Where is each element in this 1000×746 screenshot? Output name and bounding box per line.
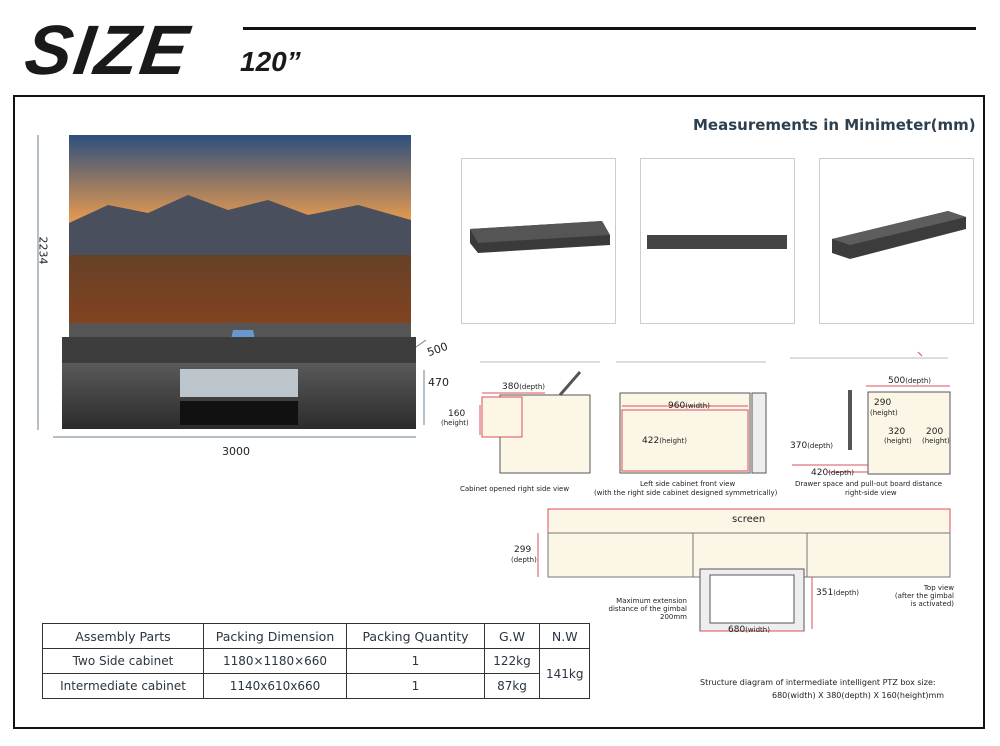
drawer-depth-370: 370(depth) xyxy=(790,441,834,451)
page-title: SIZE xyxy=(20,11,196,89)
top-width-680: 680(width) xyxy=(728,625,770,635)
drawer-depth-500: 500(depth) xyxy=(888,376,932,386)
extension-note: Maximum extension distance of the gimbal… xyxy=(608,597,687,621)
tv-height-label: 2234 xyxy=(36,236,50,265)
drawer-height-200-unit: (height) xyxy=(922,437,950,445)
front-view-diagram xyxy=(616,361,767,474)
drawer-caption-1: Drawer space and pull-out board distance xyxy=(795,480,943,488)
table-cell: 1180×1180×660 xyxy=(203,648,347,674)
product-photo-side xyxy=(819,158,974,324)
table-row: Intermediate cabinet 1140x610x660 1 87kg xyxy=(42,673,590,699)
table-header: G.W xyxy=(484,623,540,649)
screen-size-label: 120” xyxy=(240,46,301,77)
content-frame xyxy=(13,95,985,729)
table-cell: 122kg xyxy=(484,648,540,674)
drawer-height-290-unit: (height) xyxy=(870,409,898,417)
side-depth-label: 380(depth) xyxy=(502,382,546,392)
table-cell: Intermediate cabinet xyxy=(42,673,204,699)
table-cell: 1 xyxy=(346,673,485,699)
tv-width-label: 3000 xyxy=(222,445,250,458)
top-view-note: Top view (after the gimbal is activated) xyxy=(894,584,954,608)
product-photo-angle xyxy=(461,158,616,324)
front-caption-1: Left side cabinet front view xyxy=(640,480,736,488)
drawer-height-290: 290 xyxy=(874,398,892,408)
top-depth-299: 299 xyxy=(514,545,532,555)
table-cell: 1 xyxy=(346,648,485,674)
drawer-caption-2: right-side view xyxy=(845,489,897,497)
top-view-diagram xyxy=(537,508,951,632)
front-height-label: 422(height) xyxy=(642,436,687,446)
measurements-title: Measurements in Minimeter(mm) xyxy=(693,116,976,134)
table-header: N.W xyxy=(538,623,591,649)
top-screen-label: screen xyxy=(732,514,766,525)
side-height-unit: (height) xyxy=(441,419,469,427)
table-cell-net-weight: 141kg xyxy=(538,648,591,699)
front-caption-2: (with the right side cabinet designed sy… xyxy=(594,489,778,497)
table-header: Assembly Parts xyxy=(42,623,204,649)
table-header: Packing Dimension xyxy=(203,623,347,649)
table-cell: 1140x610x660 xyxy=(203,673,347,699)
drawer-height-320-unit: (height) xyxy=(884,437,912,445)
front-width-label: 960(width) xyxy=(668,401,710,411)
side-caption: Cabinet opened right side view xyxy=(460,485,570,493)
side-view-diagram xyxy=(479,361,600,474)
cabinet-height-label: 470 xyxy=(428,376,449,389)
packing-table: Assembly Parts Packing Dimension Packing… xyxy=(42,623,591,699)
tv-illustration xyxy=(37,135,427,438)
table-row: Two Side cabinet 1180×1180×660 1 122kg 1… xyxy=(42,648,591,699)
table-header-row: Assembly Parts Packing Dimension Packing… xyxy=(42,623,591,649)
header-divider xyxy=(243,27,976,30)
drawer-diagram xyxy=(790,351,951,475)
structure-note: Structure diagram of intermediate intell… xyxy=(700,678,945,700)
side-height-label: 160 xyxy=(448,409,466,419)
drawer-height-320: 320 xyxy=(888,427,906,437)
drawer-height-200: 200 xyxy=(926,427,944,437)
drawer-depth-420: 420(depth) xyxy=(811,468,855,478)
product-photo-front xyxy=(640,158,795,324)
table-cell: 87kg xyxy=(484,673,540,699)
table-header: Packing Quantity xyxy=(346,623,485,649)
table-cell: Two Side cabinet xyxy=(42,648,204,674)
top-depth-299-unit: (depth) xyxy=(511,556,537,564)
top-depth-351: 351(depth) xyxy=(816,588,860,598)
